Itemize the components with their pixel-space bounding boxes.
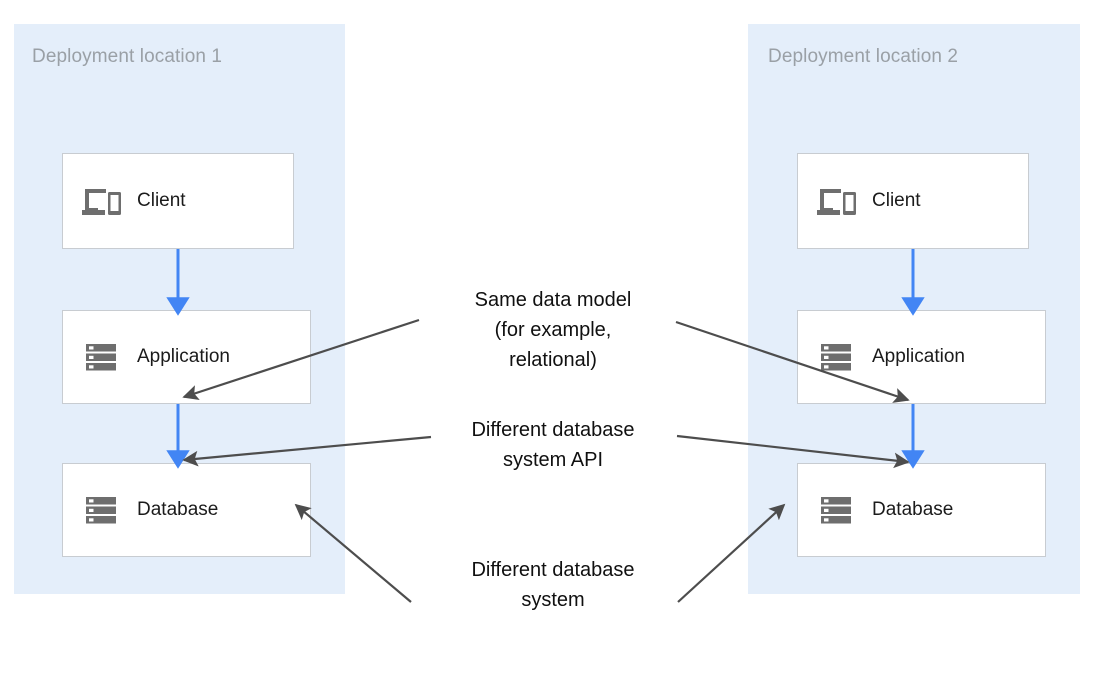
node-application-2-label: Application [872, 346, 965, 367]
callout-same-data-model: Same data model (for example, relational… [474, 289, 632, 371]
deployment-location-2-title: Deployment location 2 [768, 46, 959, 67]
node-application-1[interactable]: Application [62, 310, 311, 404]
node-application-1-label: Application [137, 346, 230, 367]
node-client-1[interactable]: Client [62, 153, 294, 249]
server-stack-icon [815, 337, 859, 377]
node-client-2-label: Client [872, 190, 921, 211]
deployment-location-1-title: Deployment location 1 [32, 46, 223, 67]
devices-icon [80, 181, 124, 221]
node-application-2[interactable]: Application [797, 310, 1046, 404]
node-database-2-label: Database [872, 499, 954, 520]
node-client-2[interactable]: Client [797, 153, 1029, 249]
server-stack-icon [80, 490, 124, 530]
node-database-2[interactable]: Database [797, 463, 1046, 557]
server-stack-icon [80, 337, 124, 377]
callout-different-database-system-api: Different database system API [471, 419, 635, 471]
node-database-1-label: Database [137, 499, 219, 520]
callout-different-database-system: Different database system [471, 559, 635, 611]
devices-icon [815, 181, 859, 221]
server-stack-icon [815, 490, 859, 530]
node-client-1-label: Client [137, 190, 186, 211]
node-database-1[interactable]: Database [62, 463, 311, 557]
